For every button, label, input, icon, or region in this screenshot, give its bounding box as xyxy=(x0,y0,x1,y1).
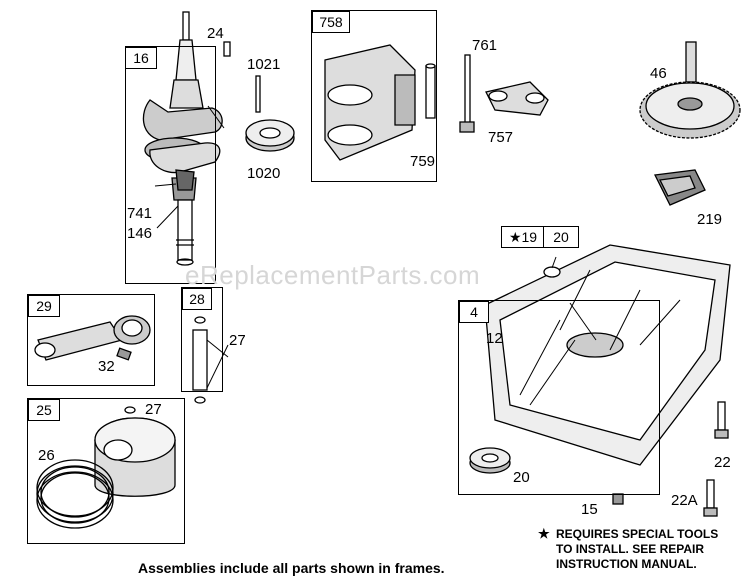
part-label-1021: 1021 xyxy=(247,56,281,73)
part-label-24: 24 xyxy=(207,25,224,42)
frame-label-28: 28 xyxy=(182,288,212,310)
frame-piston-pin xyxy=(181,287,223,392)
frame-connecting-rod xyxy=(27,294,155,386)
part-label-20: 20 xyxy=(513,469,530,486)
piston-rings-drawing xyxy=(36,459,114,529)
frame-governor xyxy=(311,10,437,182)
note-star: ★ xyxy=(538,526,550,541)
camshaft-drawing xyxy=(639,41,741,139)
rod-761-drawing xyxy=(459,54,475,133)
part-label-27-clip: 27 xyxy=(145,401,162,418)
part-label-1020: 1020 xyxy=(247,165,281,182)
crankshaft-drawing xyxy=(142,11,223,266)
bolt-22-drawing xyxy=(714,401,729,439)
compression-release-drawing xyxy=(654,169,706,206)
part-label-12: 12 xyxy=(486,330,503,347)
part-label-46: 46 xyxy=(650,65,667,82)
bolt-22a-drawing xyxy=(703,479,718,517)
part-label-741: 741 xyxy=(127,205,153,222)
shaft-759-drawing xyxy=(425,63,436,119)
assemblies-caption: Assemblies include all parts shown in fr… xyxy=(138,560,445,576)
ring-drawing xyxy=(245,119,295,152)
frame-label-16: 16 xyxy=(125,47,157,69)
frame-label-758: 758 xyxy=(312,11,350,33)
watermark: eReplacementParts.com xyxy=(185,260,481,290)
part-label-32: 32 xyxy=(98,358,115,375)
note-line-2: TO INSTALL. SEE REPAIR xyxy=(556,542,705,556)
part-label-27-pin: 27 xyxy=(229,332,246,349)
part-label-757: 757 xyxy=(488,129,514,146)
link-757-drawing xyxy=(485,81,549,116)
part-label-146: 146 xyxy=(127,225,153,242)
part-label-22a: 22A xyxy=(671,492,698,509)
part-label-26: 26 xyxy=(38,447,55,464)
seal-drawing xyxy=(469,447,511,474)
note-line-1: REQUIRES SPECIAL TOOLS xyxy=(556,527,719,541)
part-label-15: 15 xyxy=(581,501,598,518)
plug-drawing xyxy=(612,493,624,505)
part-label-219: 219 xyxy=(697,211,723,228)
frame-label-19: ★19 xyxy=(501,226,545,248)
frame-label-25: 25 xyxy=(28,399,60,421)
piston-pin-drawing xyxy=(192,316,208,404)
frame-label-29: 29 xyxy=(28,295,60,317)
part-label-22: 22 xyxy=(714,454,731,471)
piston-drawing xyxy=(94,406,176,497)
note-line-3: INSTRUCTION MANUAL. xyxy=(556,557,697,571)
frame-crankshaft xyxy=(125,46,216,284)
key-drawing xyxy=(223,41,231,57)
frame-crankcase xyxy=(458,300,660,495)
frame-piston xyxy=(27,398,185,544)
frame-label-4: 4 xyxy=(459,301,489,323)
part-label-761: 761 xyxy=(472,37,498,54)
frame-label-20: 20 xyxy=(543,226,579,248)
governor-drawing xyxy=(324,44,416,161)
connecting-rod-drawing xyxy=(34,315,151,361)
part-label-759: 759 xyxy=(410,153,436,170)
pin-drawing xyxy=(255,75,261,113)
